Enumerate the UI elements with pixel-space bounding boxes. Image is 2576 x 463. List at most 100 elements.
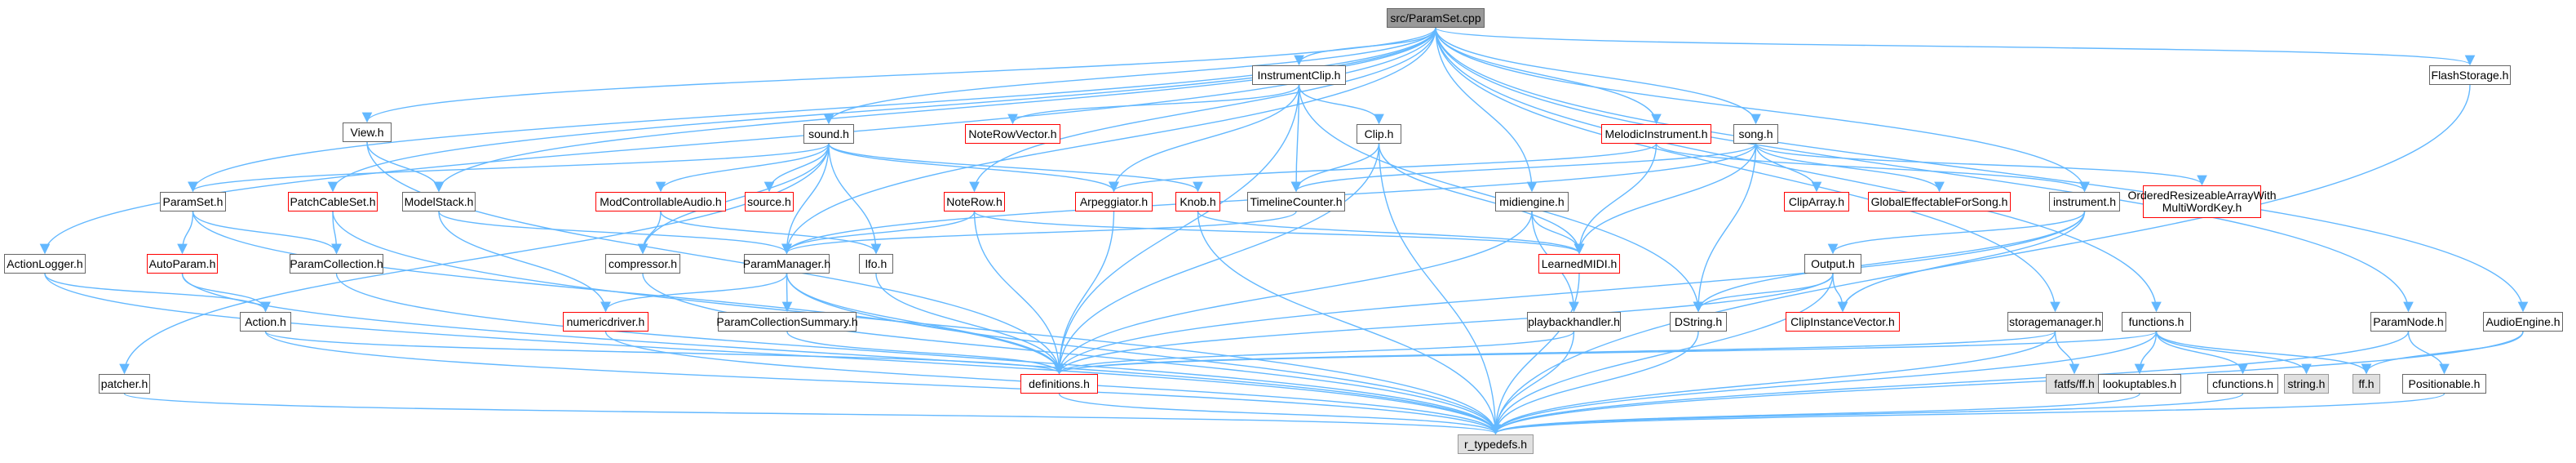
edge-playbackhandler-h-to-definitions-h: [1054, 331, 1575, 375]
node-source-h[interactable]: source.h: [745, 192, 794, 211]
node-action-h[interactable]: Action.h: [240, 312, 291, 332]
edge-song-h-to-cliparray-h: [1755, 143, 1822, 193]
edge-instrument-h-to-definitions-h: [1054, 211, 2086, 375]
node-flashstorage-h[interactable]: FlashStorage.h: [2429, 65, 2511, 85]
node-positionable-h[interactable]: Positionable.h: [2402, 374, 2486, 394]
node-modcontrollableaudio-h[interactable]: ModControllableAudio.h: [595, 192, 726, 211]
node-timelinecounter-h[interactable]: TimelineCounter.h: [1247, 192, 1345, 211]
node-paramcollection-h[interactable]: ParamCollection.h: [290, 254, 383, 274]
edge-instrument-h-to-output-h: [1827, 211, 2086, 255]
edge-patchcableset-h-to-paramcollection-h: [331, 211, 342, 255]
node-lfo-h[interactable]: lfo.h: [859, 254, 893, 274]
node-dstring-h[interactable]: DString.h: [1670, 312, 1727, 332]
edge-modelstack-h-to-numericdriver-h: [438, 211, 611, 313]
edge-paramnode-h-to-r-typedefs-h: [1490, 331, 2410, 435]
edge-autoparam-h-to-action-h: [181, 273, 271, 313]
edge-functions-h-to-lookuptables-h: [2134, 331, 2158, 375]
edge-paramnode-h-to-positionable-h: [2407, 331, 2450, 375]
edge-storagemanager-h-to-fatfs-ff-h: [2054, 331, 2080, 375]
node-paramset-h[interactable]: ParamSet.h: [160, 192, 226, 211]
edge-actionlogger-h-to-r-typedefs-h: [44, 273, 1501, 435]
edge-paramset-h-to-paramcollection-h: [192, 211, 342, 255]
edge-sound-h-to-modcontrollableaudio-h: [655, 143, 830, 193]
node-playbackhandler-h[interactable]: playbackhandler.h: [1527, 312, 1621, 332]
node-patcher-h[interactable]: patcher.h: [99, 374, 150, 394]
node-numericdriver-h[interactable]: numericdriver.h: [563, 312, 648, 332]
edge-lookuptables-h-to-r-typedefs-h: [1490, 393, 2140, 435]
edge-midiengine-h-to-definitions-h: [1054, 211, 1533, 375]
edge-playbackhandler-h-to-r-typedefs-h: [1490, 331, 1575, 435]
edge-noterow-h-to-learnedmidi-h: [973, 211, 1585, 255]
node-compressor-h[interactable]: compressor.h: [605, 254, 680, 274]
node-globaleffectableforsong-h[interactable]: GlobalEffectableForSong.h: [1868, 192, 2011, 211]
node-r-typedefs-h: r_typedefs.h: [1458, 434, 1534, 454]
node-fatfs-ff-h: fatfs/ff.h: [2046, 374, 2103, 394]
edge-action-h-to-definitions-h: [264, 331, 1064, 375]
node-cliparray-h[interactable]: ClipArray.h: [1784, 192, 1849, 211]
edge-paramset-cpp-to-paramset-h: [188, 27, 1436, 193]
edge-song-h-to-learnedmidi-h: [1573, 143, 1757, 255]
node-arpeggiator-h[interactable]: Arpeggiator.h: [1075, 192, 1153, 211]
node-melodicinstrument-h[interactable]: MelodicInstrument.h: [1601, 124, 1711, 144]
node-view-h[interactable]: View.h: [343, 122, 392, 142]
edge-paramset-cpp-to-midiengine-h: [1435, 27, 1538, 193]
node-noterowvector-h[interactable]: NoteRowVector.h: [965, 124, 1060, 144]
node-autoparam-h[interactable]: AutoParam.h: [147, 254, 218, 274]
edge-paramset-cpp-to-modelstack-h: [433, 27, 1436, 193]
edge-paramset-cpp-to-paramnode-h: [1435, 27, 2414, 313]
edge-song-h-to-timelinecounter-h: [1290, 143, 1757, 193]
edge-flashstorage-h-to-r-typedefs-h: [1490, 84, 2471, 435]
edge-sound-h-to-source-h: [764, 143, 830, 193]
node-paramcollectionsummary-h[interactable]: ParamCollectionSummary.h: [716, 312, 858, 332]
node-actionlogger-h[interactable]: ActionLogger.h: [4, 254, 86, 274]
edge-cfunctions-h-to-r-typedefs-h: [1490, 393, 2244, 435]
edge-paramset-cpp-to-storagemanager-h: [1435, 27, 2060, 313]
edge-paramset-cpp-to-sound-h: [823, 27, 1436, 125]
node-midiengine-h[interactable]: midiengine.h: [1495, 192, 1569, 211]
edge-functions-h-to-cfunctions-h: [2155, 331, 2248, 375]
node-lookuptables-h[interactable]: lookuptables.h: [2098, 374, 2181, 394]
edge-output-h-to-clipinstancevector-h: [1832, 273, 1848, 313]
edge-parammanager-h-to-numericdriver-h: [600, 273, 788, 313]
node-modelstack-h[interactable]: ModelStack.h: [402, 192, 476, 211]
edge-paramset-cpp-to-parammanager-h: [781, 27, 1436, 255]
node-parammanager-h[interactable]: ParamManager.h: [743, 254, 830, 274]
node-clip-h[interactable]: Clip.h: [1357, 124, 1401, 144]
node-noterow-h[interactable]: NoteRow.h: [944, 192, 1005, 211]
edge-paramset-cpp-to-patchcableset-h: [327, 27, 1436, 193]
edge-clip-h-to-learnedmidi-h: [1378, 143, 1585, 255]
edge-output-h-to-r-typedefs-h: [1490, 273, 1834, 435]
edge-clip-h-to-timelinecounter-h: [1290, 143, 1380, 193]
edge-functions-h-to-string-h: [2155, 331, 2312, 375]
node-instrumentclip-h[interactable]: InstrumentClip.h: [1252, 65, 1346, 85]
node-output-h[interactable]: Output.h: [1804, 254, 1861, 274]
node-paramnode-h[interactable]: ParamNode.h: [2370, 312, 2446, 332]
node-song-h[interactable]: song.h: [1733, 124, 1778, 144]
edge-sound-h-to-lfo-h: [828, 143, 882, 255]
edge-midiengine-h-to-learnedmidi-h: [1531, 211, 1585, 255]
edge-song-h-to-orderedresizeablearraywithmultiwordkey-h: [1755, 143, 2207, 186]
node-orderedresizeablearraywithmultiwordkey-h[interactable]: OrderedResizeableArrayWith MultiWordKey.…: [2127, 185, 2277, 218]
edge-melodicinstrument-h-to-instrument-h: [1655, 143, 2090, 193]
edge-paramcollectionsummary-h-to-definitions-h: [786, 331, 1064, 375]
node-definitions-h[interactable]: definitions.h: [1020, 374, 1098, 394]
edge-view-h-to-modelstack-h: [366, 141, 445, 193]
edge-melodicinstrument-h-to-learnedmidi-h: [1573, 143, 1658, 255]
node-audioengine-h[interactable]: AudioEngine.h: [2483, 312, 2563, 332]
node-instrument-h[interactable]: instrument.h: [2049, 192, 2120, 211]
node-learnedmidi-h[interactable]: LearnedMIDI.h: [1538, 254, 1620, 274]
node-functions-h[interactable]: functions.h: [2122, 312, 2191, 332]
edge-noterow-h-to-parammanager-h: [781, 211, 976, 255]
edge-patchcableset-h-to-r-typedefs-h: [332, 211, 1501, 435]
node-sound-h[interactable]: sound.h: [803, 124, 854, 144]
node-patchcableset-h[interactable]: PatchCableSet.h: [288, 192, 378, 211]
edge-output-h-to-definitions-h: [1054, 273, 1834, 375]
node-knob-h[interactable]: Knob.h: [1175, 192, 1220, 211]
edge-autoparam-h-to-r-typedefs-h: [181, 273, 1501, 435]
node-cfunctions-h[interactable]: cfunctions.h: [2207, 374, 2278, 394]
edge-clip-h-to-r-typedefs-h: [1378, 143, 1501, 435]
edge-paramset-cpp-to-melodicinstrument-h: [1435, 27, 1662, 125]
node-clipinstancevector-h[interactable]: ClipInstanceVector.h: [1786, 312, 1900, 332]
node-storagemanager-h[interactable]: storagemanager.h: [2007, 312, 2103, 332]
